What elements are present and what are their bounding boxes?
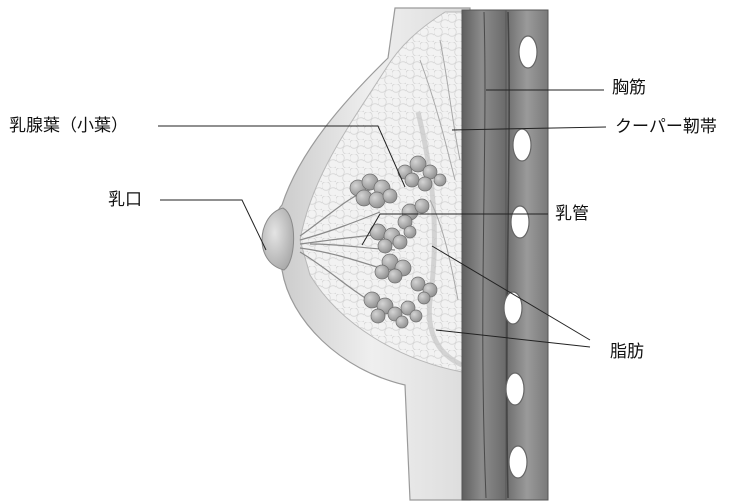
label-lobule: 乳腺葉（小葉）: [9, 118, 128, 135]
label-fat: 脂肪: [610, 344, 644, 361]
label-milk-duct: 乳管: [555, 206, 589, 223]
leader-nipple: [160, 200, 266, 250]
label-pectoral-muscle: 胸筋: [612, 80, 646, 97]
label-nipple: 乳口: [108, 192, 142, 209]
label-cooper-ligament: クーパー靭帯: [615, 119, 717, 136]
nipple: [262, 208, 294, 270]
chest-wall: [506, 10, 548, 500]
